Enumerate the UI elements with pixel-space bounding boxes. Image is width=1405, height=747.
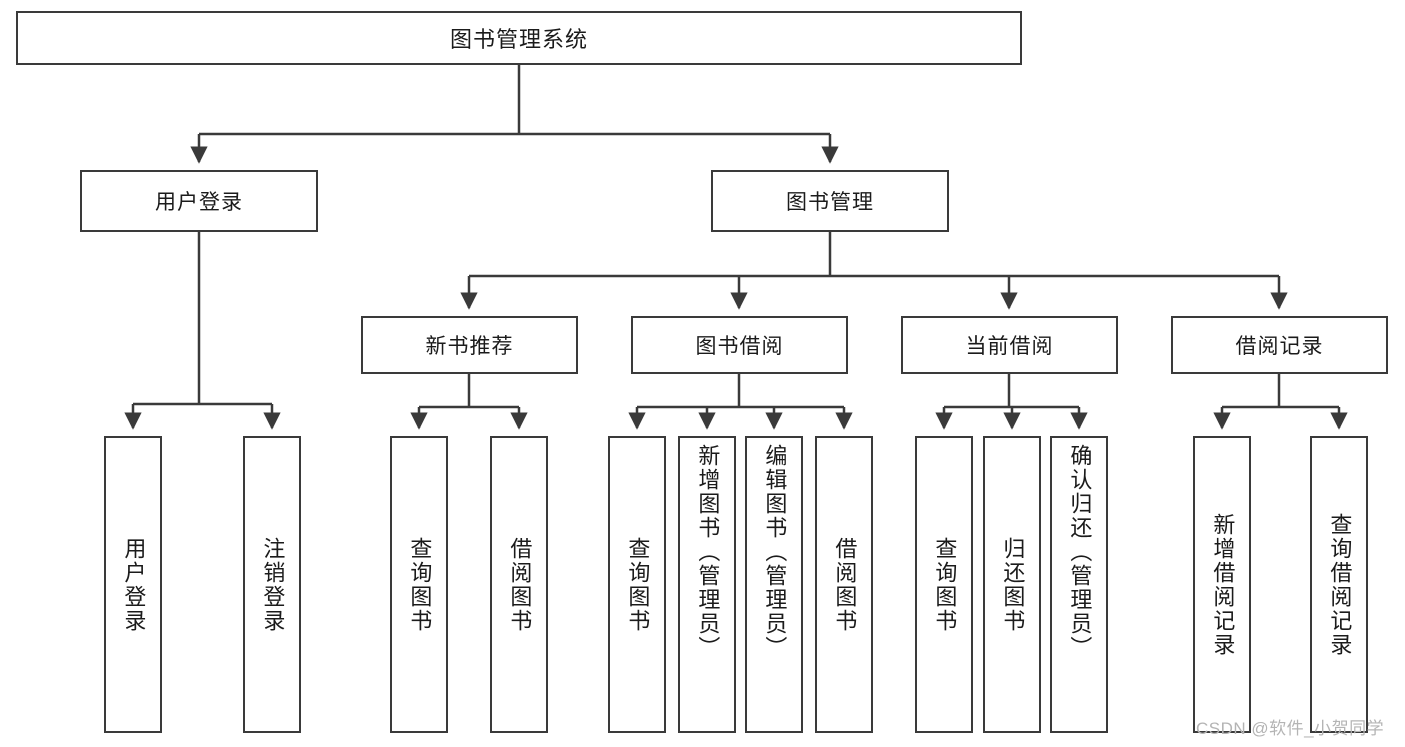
leaf-user-login[interactable]: 用户登录 xyxy=(104,436,162,733)
leaf-query-book-1[interactable]: 查询图书 xyxy=(390,436,448,733)
node-book-manage[interactable]: 图书管理 xyxy=(711,170,949,232)
node-current-borrow[interactable]: 当前借阅 xyxy=(901,316,1118,374)
node-book-borrow-label: 图书借阅 xyxy=(695,335,784,358)
leaf-borrow-book-1[interactable]: 借阅图书 xyxy=(490,436,548,733)
leaf-return-book-label: 归还图书 xyxy=(1000,536,1026,633)
leaf-confirm-return-admin[interactable]: 确认归还（管理员） xyxy=(1050,436,1108,733)
leaf-edit-book-admin-label: 编辑图书（管理员） xyxy=(762,444,788,660)
leaf-query-book-3[interactable]: 查询图书 xyxy=(915,436,973,733)
leaf-add-book-admin[interactable]: 新增图书（管理员） xyxy=(678,436,736,733)
leaf-query-borrow-record[interactable]: 查询借阅记录 xyxy=(1310,436,1368,733)
leaf-borrow-book-2-label: 借阅图书 xyxy=(832,536,858,633)
node-book-borrow[interactable]: 图书借阅 xyxy=(631,316,848,374)
node-new-book-recommend[interactable]: 新书推荐 xyxy=(361,316,578,374)
leaf-query-book-2-label: 查询图书 xyxy=(625,536,651,633)
node-borrow-record-label: 借阅记录 xyxy=(1235,335,1324,358)
node-new-book-recommend-label: 新书推荐 xyxy=(425,335,514,358)
node-root[interactable]: 图书管理系统 xyxy=(16,11,1022,65)
node-root-label: 图书管理系统 xyxy=(449,27,588,52)
leaf-user-login-label: 用户登录 xyxy=(121,536,147,633)
node-user-login-label: 用户登录 xyxy=(155,191,243,214)
leaf-logout-login[interactable]: 注销登录 xyxy=(243,436,301,733)
leaf-return-book[interactable]: 归还图书 xyxy=(983,436,1041,733)
leaf-confirm-return-admin-label: 确认归还（管理员） xyxy=(1067,444,1093,660)
node-book-manage-label: 图书管理 xyxy=(786,191,874,214)
node-user-login[interactable]: 用户登录 xyxy=(80,170,318,232)
leaf-query-borrow-record-label: 查询借阅记录 xyxy=(1327,512,1353,657)
leaf-logout-login-label: 注销登录 xyxy=(260,536,286,633)
node-current-borrow-label: 当前借阅 xyxy=(965,335,1054,358)
leaf-query-book-2[interactable]: 查询图书 xyxy=(608,436,666,733)
leaf-query-book-3-label: 查询图书 xyxy=(932,536,958,633)
leaf-borrow-book-1-label: 借阅图书 xyxy=(507,536,533,633)
leaf-borrow-book-2[interactable]: 借阅图书 xyxy=(815,436,873,733)
leaf-add-borrow-record-label: 新增借阅记录 xyxy=(1210,512,1236,657)
leaf-edit-book-admin[interactable]: 编辑图书（管理员） xyxy=(745,436,803,733)
node-borrow-record[interactable]: 借阅记录 xyxy=(1171,316,1388,374)
leaf-add-borrow-record[interactable]: 新增借阅记录 xyxy=(1193,436,1251,733)
leaf-add-book-admin-label: 新增图书（管理员） xyxy=(695,444,721,660)
watermark: CSDN @软件_小贺同学 xyxy=(1196,719,1385,738)
leaf-query-book-1-label: 查询图书 xyxy=(407,536,433,633)
